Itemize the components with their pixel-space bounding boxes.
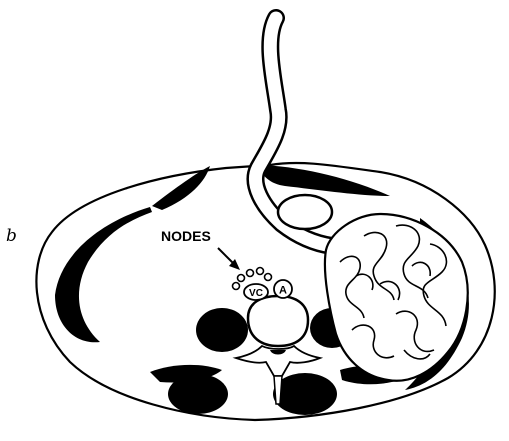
nodes-label: NODES: [161, 228, 211, 244]
lymph-node: [233, 283, 240, 290]
right-back-muscle: [273, 373, 337, 415]
lymph-node: [265, 274, 272, 281]
spinous-process: [274, 376, 282, 404]
vena-cava-label: VC: [249, 288, 263, 299]
lymph-node: [257, 268, 264, 275]
left-psoas: [196, 308, 248, 352]
left-upper-muscle: [152, 166, 210, 210]
vertebral-body: [248, 296, 308, 346]
kidney: [278, 195, 332, 229]
aorta-label: A: [279, 285, 287, 297]
lymph-node: [247, 270, 254, 277]
lymph-node: [238, 275, 245, 282]
left-muscle-crescent: [55, 207, 152, 342]
